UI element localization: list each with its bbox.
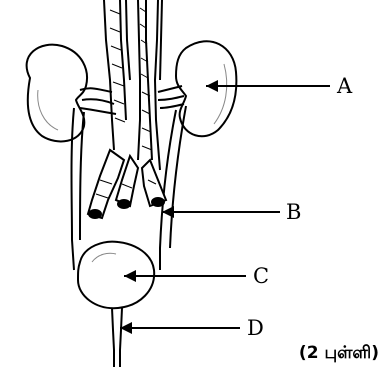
pointer-d: D xyxy=(120,316,264,340)
major-vessels xyxy=(104,0,162,170)
pointer-b: B xyxy=(162,200,301,224)
marks-note: (2 புள்ளி) xyxy=(299,343,379,365)
label-d: D xyxy=(247,316,264,340)
urethra xyxy=(112,308,122,367)
label-c: C xyxy=(253,264,269,288)
right-kidney xyxy=(176,41,236,136)
urinary-bladder xyxy=(78,242,154,309)
label-a: A xyxy=(336,74,353,98)
arrow-b-head xyxy=(162,206,174,218)
label-b: B xyxy=(286,200,301,224)
renal-vessels xyxy=(80,86,184,114)
iliac-branches xyxy=(88,150,166,219)
left-kidney xyxy=(27,45,87,142)
